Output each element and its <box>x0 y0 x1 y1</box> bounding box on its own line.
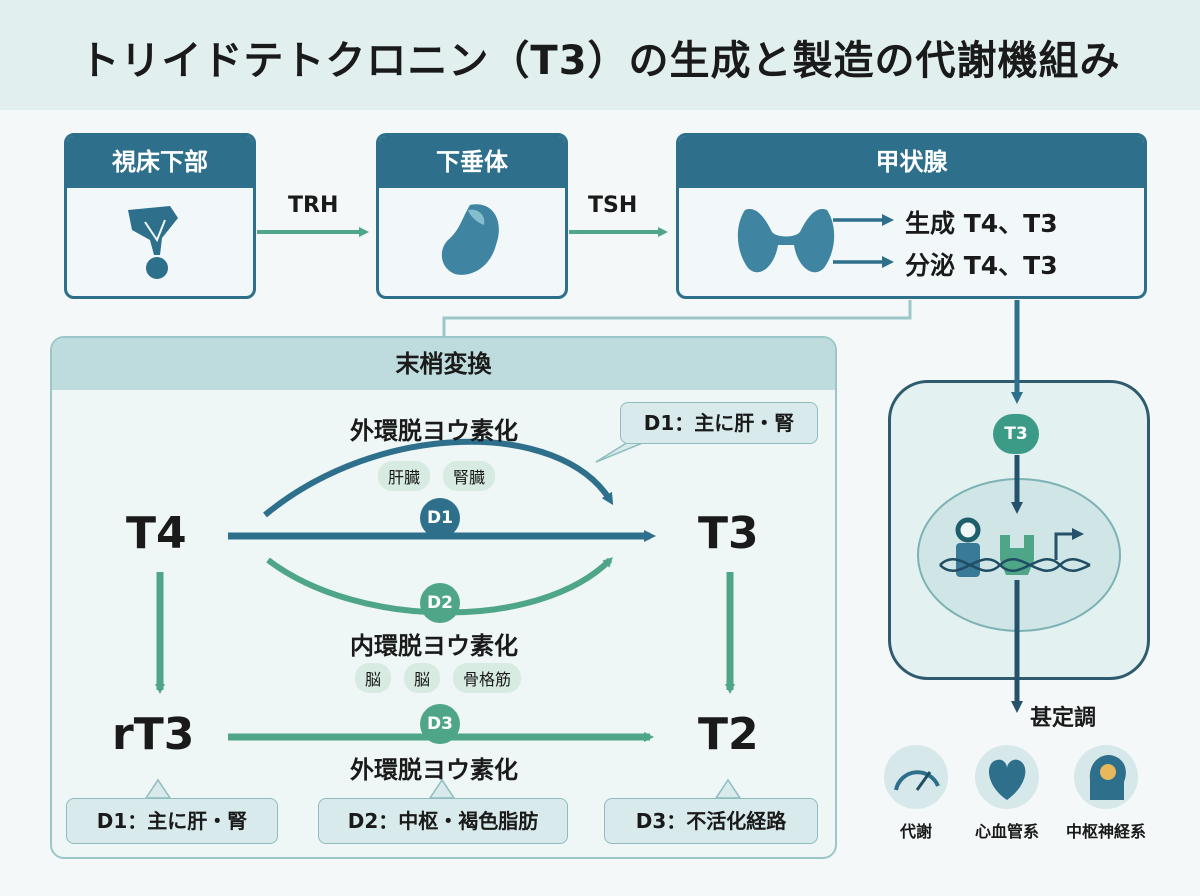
d3-badge: D3 <box>420 704 460 744</box>
pill-skeletal-muscle: 骨格筋 <box>453 663 522 693</box>
callout-top-tail <box>595 441 646 463</box>
trh-label: TRH <box>288 193 339 218</box>
transcription-arrow-icon <box>1054 528 1084 560</box>
callout-d2: D2：中枢・褐色脂肪 <box>318 798 568 844</box>
pituitary-header: 下垂体 <box>379 136 565 188</box>
pill-kidney: 腎臓 <box>443 461 496 491</box>
hypothalamus-header: 視床下部 <box>67 136 253 188</box>
pill-liver: 肝臓 <box>378 461 431 491</box>
t3-cell-badge: T3 <box>993 414 1039 454</box>
outer-deiodination-bottom-label: 外環脱ヨウ素化 <box>350 756 518 784</box>
cardiovascular-icon <box>975 745 1039 809</box>
outer-deiodination-arc <box>263 438 614 518</box>
callout-d3: D3：不活化経路 <box>604 798 818 844</box>
inner-deiodination-label: 内環脱ヨウ素化 <box>350 632 518 660</box>
tsh-label: TSH <box>588 193 638 218</box>
callout-d1-tail <box>144 778 172 799</box>
callout-top: D1：主に肝・腎 <box>620 402 818 444</box>
peripheral-header: 末梢変換 <box>52 338 835 390</box>
d1-badge: D1 <box>420 498 460 538</box>
callout-d3-tail <box>714 778 742 799</box>
rt3-label: rT3 <box>112 709 195 760</box>
title-bar <box>0 0 1200 110</box>
thyroid-produce-text: 生成 T4、T3 <box>905 209 1058 238</box>
callout-d1: D1：主に肝・腎 <box>66 798 278 844</box>
t3-label: T3 <box>698 508 759 559</box>
pituitary-icon <box>441 204 499 275</box>
hypothalamus-box: 視床下部 <box>64 133 256 299</box>
d2-badge: D2 <box>420 583 460 623</box>
effect-metabolism-label: 代謝 <box>899 822 932 841</box>
thyroid-icon <box>737 209 835 273</box>
effect-cardiovascular-label: 心血管系 <box>974 822 1039 841</box>
metabolism-icon <box>884 745 948 809</box>
pill-brain-1: 脳 <box>355 663 392 693</box>
hypothalamus-icon <box>128 206 178 279</box>
page-title: トリイドテトクロニン（T3）の生成と製造の代謝機組み <box>79 38 1121 84</box>
receptor-icon <box>955 517 1034 577</box>
regulation-label: 甚定調 <box>1030 706 1097 731</box>
thyroid-to-periphery-connector <box>442 300 912 338</box>
thyroid-header: 甲状腺 <box>679 136 1144 188</box>
thyroid-secrete-text: 分泌 T4、T3 <box>905 251 1058 280</box>
outer-deiodination-top-label: 外環脱ヨウ素化 <box>350 417 518 445</box>
cns-icon <box>1074 745 1138 809</box>
effect-cns-label: 中枢神経系 <box>1065 822 1146 841</box>
dna-icon <box>939 558 1091 572</box>
t2-label: T2 <box>698 709 759 760</box>
pill-brain-2: 脳 <box>404 663 441 693</box>
t4-label: T4 <box>126 508 187 559</box>
